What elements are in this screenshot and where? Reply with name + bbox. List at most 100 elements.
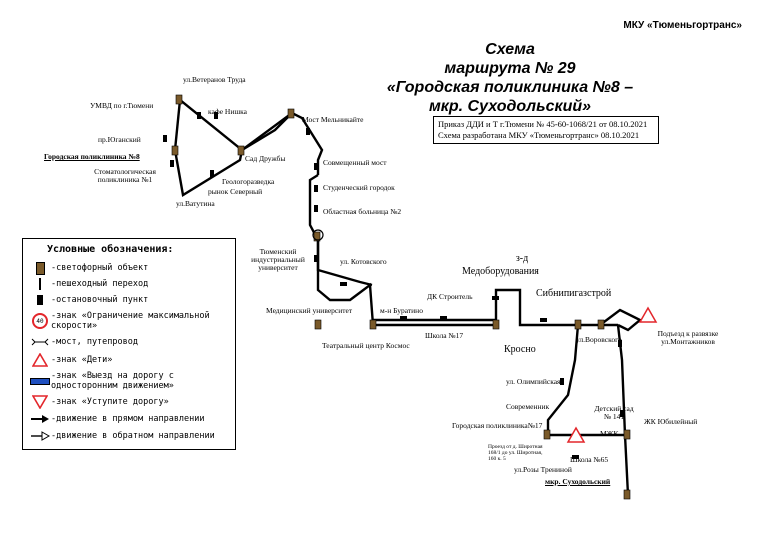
bus-stops [163,112,624,459]
traffic-light-icon [369,319,377,330]
legend-item: -остановочный пункт [29,293,148,307]
forward-arrow-icon [29,412,51,426]
organization-label: МКУ «Тюменьгортранс» [623,20,742,31]
stop-label: Театральный центр Космос [322,341,410,350]
stop-label: ЖК Юбилейный [644,417,698,426]
bus-stop-icon [540,318,547,322]
stop-label: з-д [515,253,529,264]
traffic-light-icon [623,489,631,500]
bus-stop-icon [618,340,622,347]
stop-label: рынок Северный [208,187,263,196]
stop-label: Проезд от д. Шиpотная 168/1 до ул. Шиpот… [488,444,543,462]
stop-label: ул.Ветеранов Труда [183,75,246,84]
legend-item: -знак «Дети» [29,353,112,367]
bus-stop-icon [306,128,310,135]
legend-title: Условные обозначения: [47,244,174,255]
stop-label: кафе Нишка [208,107,247,116]
legend-item: -пешеходный переход [29,277,148,291]
order-line-2: Схема разработана МКУ «Тюменьгортранс» 0… [438,130,640,140]
bus-stop-icon [572,455,579,459]
stop-label: Подъезд к развязке ул.Монтажников [657,329,719,346]
route-signs [566,306,658,443]
bus-stop-icon [620,410,624,417]
bus-stop-icon [29,293,51,307]
speed-limit-sign-icon: 40 [29,313,51,329]
traffic-lights [171,94,631,500]
legend-item: 40 -знак «Ограничение максимальной скоро… [29,309,231,333]
legend-item: -светофорный объект [29,261,148,275]
traffic-light-icon [314,319,322,330]
one-way-exit-sign-icon [29,374,51,388]
stop-label: Стоматологическая поликлиника №1 [94,167,156,184]
stop-label: МЖК [600,429,619,438]
traffic-light-icon [237,145,245,156]
stop-label: УМВД по г.Тюмени [90,101,154,110]
children-sign-icon [566,426,586,443]
stop-label: Мост Мельникайте [302,115,364,124]
stop-label: Детский сад № 141 [594,404,634,421]
traffic-light-icon [492,319,500,330]
bridges [312,229,324,241]
reverse-arrow-icon [29,429,51,443]
stop-label: Совмещенный мост [323,158,387,167]
stop-label: Современник [506,402,550,411]
bus-stop-icon [163,135,167,142]
stop-label: ул. Котовского [340,257,387,266]
legend-item: -знак «Уступите дорогу» [29,395,169,409]
legend-item: -движение в обратном направлении [29,429,215,443]
route-lines [173,97,643,496]
bus-stop-icon [492,296,499,300]
traffic-light-icon [313,231,321,242]
traffic-light-icon [543,429,551,440]
stop-label: Сад Дружбы [245,154,286,163]
stop-label: Студенческий городок [323,183,395,192]
bus-stop-icon [210,170,214,177]
bus-stop-icon [314,205,318,212]
legend-item: -знак «Выезд на дорогу с односторонним д… [29,369,231,393]
bus-stop-icon [440,316,447,320]
stop-label: ул.Воровского [576,335,622,344]
order-box: Приказ ДДИ и Т г.Тюмени № 45-60-1068/21 … [433,116,659,144]
crosswalk-icon [29,277,51,291]
bus-stop-icon [400,316,407,320]
stop-label: Школа №65 [570,455,609,464]
stop-label: ул. Олимпийская [506,377,561,386]
traffic-light-icon [171,145,179,156]
bus-stop-icon [170,160,174,167]
scheme-title: Схема маршрута № 29 «Городская поликлини… [386,41,634,115]
legend: Условные обозначения: -светофорный объек… [22,238,236,450]
bus-stop-icon [197,112,201,119]
stop-label: Сибнипигазстрой [536,288,612,299]
stop-label: ул.Ватутина [176,199,215,208]
stop-label-terminus: мкр. Суходольский [545,477,611,486]
stop-label: Кросно [504,344,536,355]
stop-label: Школа №17 [425,331,464,340]
legend-item: -мост, путепровод [29,335,138,349]
stop-label: Геологоразведка [222,177,275,186]
stop-label: Медоборудования [462,266,539,277]
legend-item: -движение в прямом направлении [29,412,205,426]
traffic-light-icon [29,261,51,275]
bus-stop-icon [314,185,318,192]
bus-stop-icon [214,112,218,119]
stop-label: Медицинский университет [266,306,353,315]
stop-label: Областная больница №2 [323,207,402,216]
bus-stop-icon [560,378,564,385]
traffic-light-icon [623,429,631,440]
bridge-icon [312,229,324,241]
bus-stop-icon [314,163,318,170]
stop-label: ул.Розы Трениной [514,465,572,474]
traffic-light-icon [175,94,183,105]
children-sign-icon [638,306,658,323]
bus-stop-icon [340,282,347,286]
stop-label: м-н Буратино [380,306,423,315]
traffic-light-icon [287,108,295,119]
bridge-icon [29,335,51,349]
bus-stop-icon [314,255,318,262]
stop-label: Тюменский индустриальный университет [251,247,305,272]
children-sign-icon [29,353,51,367]
stop-label: ДК Строитель [427,292,473,301]
stop-label-terminus: Городская поликлиника №8 [44,152,140,161]
order-line-1: Приказ ДДИ и Т г.Тюмени № 45-60-1068/21 … [438,119,648,129]
